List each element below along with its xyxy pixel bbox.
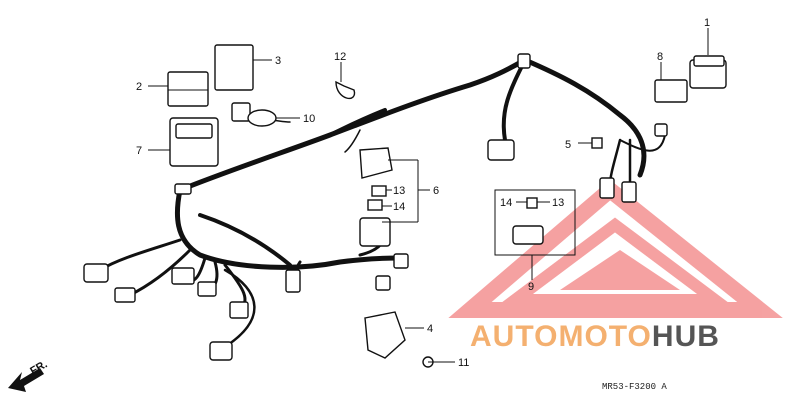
callout-13-left: 13 [393, 185, 405, 197]
part-1-cap [689, 55, 727, 89]
part-9-fuse-box [494, 189, 576, 256]
callout-11: 11 [458, 357, 469, 369]
callout-12: 12 [334, 51, 346, 63]
part-6-cover [359, 147, 393, 179]
callout-5: 5 [565, 139, 571, 151]
callout-4: 4 [427, 323, 433, 335]
part-10-connector [231, 102, 277, 127]
watermark-text-moto: MOTO [558, 320, 652, 353]
part-13-14-fuses [359, 185, 391, 247]
watermark-text-hub: HUB [651, 320, 720, 353]
watermark-text-auto: AUTO [470, 320, 559, 353]
callout-14-left: 14 [393, 201, 405, 213]
watermark-logo-triangle [448, 179, 783, 318]
part-8-relay [654, 79, 688, 103]
callout-9: 9 [528, 281, 534, 293]
watermark-logo-text: AUTOMOTOHUB [470, 320, 720, 354]
part-5-connector [591, 137, 603, 149]
part-7-box [169, 117, 219, 167]
fr-direction-arrow-icon [8, 368, 44, 392]
callout-7: 7 [136, 145, 142, 157]
part-3-unit [214, 44, 254, 91]
diagram-part-code: MR53-F3200 A [602, 382, 667, 392]
callout-14-right: 14 [500, 197, 512, 209]
part-12-clamp [335, 80, 356, 100]
callout-labels: 1 2 3 4 5 6 7 8 9 10 12 13 13 14 14 11 [136, 17, 710, 369]
callout-13-right: 13 [552, 197, 564, 209]
callout-6: 6 [433, 185, 439, 197]
callout-3: 3 [275, 55, 281, 67]
harness-connectors [83, 53, 668, 361]
leader-lines [148, 28, 709, 363]
callout-8: 8 [657, 51, 663, 63]
part-2-module [167, 71, 209, 107]
callout-1: 1 [704, 17, 710, 29]
part-4-bracket [364, 311, 406, 359]
callout-2: 2 [136, 81, 142, 93]
callout-10: 10 [303, 113, 315, 125]
